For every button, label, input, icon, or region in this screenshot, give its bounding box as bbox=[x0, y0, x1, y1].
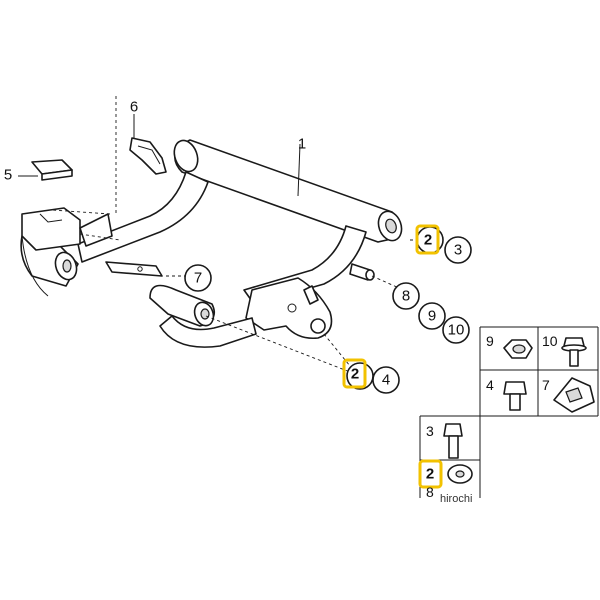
svg-text:10: 10 bbox=[448, 322, 465, 339]
leader-lines bbox=[18, 114, 301, 197]
bushing-bracket bbox=[21, 207, 81, 251]
washer-icon bbox=[447, 464, 473, 484]
cross-tube-bore bbox=[385, 218, 397, 234]
legend-label-3: 3 bbox=[426, 423, 434, 439]
long-bolt-icon bbox=[443, 423, 463, 459]
svg-text:2: 2 bbox=[351, 366, 359, 383]
highlight-2-lower: 2 bbox=[342, 358, 367, 389]
legend-label-7: 7 bbox=[542, 377, 550, 393]
clip-nut-icon bbox=[553, 377, 595, 413]
frame-assembly bbox=[20, 139, 403, 348]
callout-circle-7: 7 bbox=[184, 264, 212, 292]
callout-circle-8: 8 bbox=[392, 282, 420, 310]
legend-label-2: 2 bbox=[426, 466, 434, 483]
bushing-pin bbox=[349, 263, 375, 281]
part-7-strap bbox=[105, 261, 163, 277]
bracket-hole-small bbox=[287, 303, 297, 313]
callout-circle-10: 10 bbox=[442, 316, 470, 344]
flange-bolt-icon bbox=[561, 337, 587, 367]
callout-circle-9: 9 bbox=[418, 302, 446, 330]
parts-legend: 9 10 4 7 3 2 8 bbox=[418, 326, 599, 500]
callout-1: 1 bbox=[298, 136, 306, 153]
callout-circle-3: 3 bbox=[444, 236, 472, 264]
part-5-cap bbox=[31, 159, 73, 181]
legend-label-9: 9 bbox=[486, 333, 494, 349]
bushing-bracket-edge bbox=[39, 213, 63, 223]
svg-text:4: 4 bbox=[382, 372, 390, 389]
highlight-2-legend bbox=[418, 459, 443, 489]
hex-nut-icon bbox=[503, 339, 533, 359]
legend-label-4: 4 bbox=[486, 377, 494, 393]
svg-text:9: 9 bbox=[428, 308, 436, 325]
legend-label-10: 10 bbox=[542, 333, 558, 349]
part-6-clip bbox=[129, 137, 167, 175]
left-bushing-bore bbox=[62, 259, 72, 273]
bracket-hole bbox=[310, 318, 326, 334]
legend-label-8: 8 bbox=[426, 484, 434, 500]
svg-text:8: 8 bbox=[402, 288, 410, 305]
callout-6: 6 bbox=[130, 99, 138, 116]
bushing-bottom-curve bbox=[21, 235, 49, 297]
svg-text:3: 3 bbox=[454, 242, 462, 259]
cross-tube bbox=[174, 139, 400, 243]
highlight-2-upper: 2 bbox=[415, 224, 440, 255]
callout-circle-4: 4 bbox=[372, 366, 400, 394]
cross-tube-end-left bbox=[173, 139, 199, 173]
callout-5: 5 bbox=[4, 167, 12, 184]
bracket-stud bbox=[303, 285, 319, 305]
lower-tube bbox=[159, 315, 257, 348]
svg-text:2: 2 bbox=[424, 232, 432, 249]
lower-bushing-bore bbox=[200, 308, 210, 320]
left-arm bbox=[77, 171, 209, 263]
watermark: hirochi bbox=[440, 493, 472, 505]
svg-text:7: 7 bbox=[194, 270, 202, 287]
short-bolt-icon bbox=[503, 381, 527, 411]
